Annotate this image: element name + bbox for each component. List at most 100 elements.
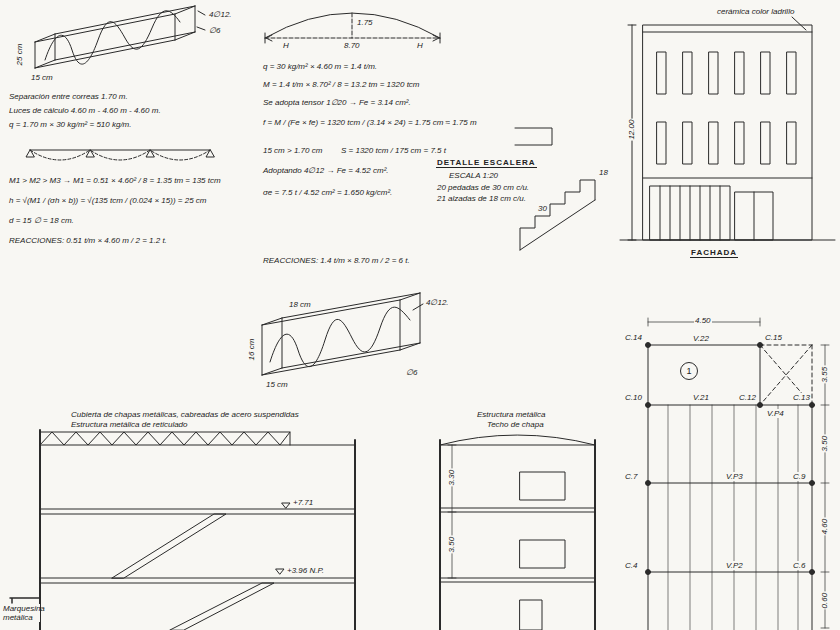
moment-curve <box>30 150 210 160</box>
dimension: 0.60 <box>820 592 829 610</box>
dimension: 15 cm <box>30 73 54 82</box>
dimension: 3.50 <box>447 536 456 554</box>
roof-truss <box>40 432 355 445</box>
truss-sketch <box>35 6 195 68</box>
tie-line <box>265 13 440 38</box>
dimension: 18 <box>598 168 609 177</box>
column-tag: C.12 <box>738 393 757 402</box>
material-note: cerámica color ladrillo <box>716 7 795 16</box>
calc-note: σe = 7.5 t / 4.52 cm² = 1.650 kg/cm². <box>262 188 393 197</box>
beam-tag: V.22 <box>692 334 710 343</box>
dimension: 3.55 <box>820 366 829 384</box>
bar-callout: ∅6 <box>405 368 418 377</box>
dimension: 12.00 <box>627 119 636 141</box>
calc-note: REACCIONES: 0.51 t/m × 4.60 m / 2 = 1.2 … <box>8 236 168 245</box>
dimension: 15 cm <box>265 380 289 389</box>
dimension: 4.50 <box>694 316 712 325</box>
view-title: FACHADA <box>690 248 738 258</box>
stair-note: 21 alzadas de 18 cm c/u. <box>436 194 527 203</box>
stair-profile <box>520 180 595 250</box>
dimension-line <box>648 318 829 628</box>
stair-flight <box>112 514 226 578</box>
floor-slab <box>440 508 595 582</box>
arch-sketch <box>265 13 440 38</box>
window <box>520 540 565 568</box>
level-mark <box>276 503 290 574</box>
section-note: Cubierta de chapas metálicas, cabreadas … <box>70 410 300 419</box>
curved-roof <box>440 435 595 445</box>
plan-grid <box>648 345 812 630</box>
calc-note: S = 1320 tcm / 175 cm = 7.5 t <box>340 146 447 155</box>
column-tag: C.6 <box>792 561 806 570</box>
dimension: 30 <box>537 204 548 213</box>
calc-note: Luces de cálculo 4.60 m - 4.60 m - 4.60 … <box>8 106 162 115</box>
calc-note: f = M / (Fe × fe) = 1320 tcm / (3.14 × 2… <box>262 118 478 127</box>
door <box>520 600 542 630</box>
column-tag: C.10 <box>624 393 643 402</box>
lattice-bar <box>45 11 180 64</box>
column-tag: C.9 <box>792 472 806 481</box>
window <box>520 472 565 500</box>
beam-tag: V.P4 <box>766 409 785 418</box>
dimension: 3.30 <box>447 469 456 487</box>
lattice-bar <box>270 307 410 367</box>
column-tag: C.4 <box>624 561 638 570</box>
callout-circle: 1 <box>680 362 698 380</box>
leader-line <box>197 11 205 30</box>
detail-title: DETALLE ESCALERA <box>436 158 537 168</box>
calc-note: q = 1.70 m × 30 kg/m² = 510 kg/m. <box>8 120 133 129</box>
column-tag: C.7 <box>624 472 638 481</box>
door <box>735 192 773 240</box>
section-note: Marquesina metálica <box>2 604 40 622</box>
facade-lines <box>620 17 835 240</box>
joist <box>668 405 798 630</box>
column-tag: C.15 <box>764 333 783 342</box>
beam-tag: V.21 <box>692 393 710 402</box>
wall <box>40 430 355 630</box>
dimension: 4.60 <box>820 518 829 536</box>
dimension: 3.50 <box>820 435 829 453</box>
calc-note: Se adopta tensor 1∅20 → Fe = 3.14 cm². <box>262 98 412 107</box>
door <box>754 192 755 240</box>
truss-sketch <box>262 293 420 375</box>
bar-callout: 4∅12. <box>208 10 233 19</box>
column-tag: C.13 <box>792 393 811 402</box>
bar-callout: 4∅12. <box>425 298 450 307</box>
calc-note: REACCIONES: 1.4 t/m × 8.70 m / 2 = 6 t. <box>262 256 411 265</box>
callout-number: 1 <box>686 366 691 376</box>
calc-note: Separación entre correas 1.70 m. <box>8 92 129 101</box>
beam-tag: V.P3 <box>725 472 744 481</box>
section-note: Techo de chapa <box>486 420 545 429</box>
bar-callout: ∅6 <box>208 26 221 35</box>
scale-note: ESCALA 1:20 <box>448 171 499 180</box>
calc-note: 15 cm > 1.70 cm <box>262 146 323 155</box>
force-label: H <box>282 41 290 50</box>
column-tag: C.14 <box>624 333 643 342</box>
shop-front <box>660 186 720 240</box>
floor-slab <box>40 509 355 583</box>
shop-front <box>650 186 730 240</box>
window <box>657 52 796 164</box>
calc-note: M1 > M2 > M3 → M1 = 0.51 × 4.60² / 8 = 1… <box>8 176 222 185</box>
section-note: Estructura metálica de reticulado <box>70 420 189 429</box>
dimension-line <box>448 445 456 578</box>
dimension: 25 cm <box>15 43 24 67</box>
column-dot <box>646 343 815 575</box>
force-label: H <box>416 41 424 50</box>
leader-line <box>413 304 423 310</box>
calc-note: Adoptando 4∅12 → Fe = 4.52 cm². <box>262 166 390 175</box>
dimension: 8.70 <box>343 41 361 50</box>
canopy <box>10 598 40 603</box>
dimension: 16 cm <box>247 338 256 362</box>
beam-sketch <box>26 150 214 157</box>
calc-note: M = 1.4 t/m × 8.70² / 8 = 13.2 tm = 1320… <box>262 80 421 89</box>
calc-note: d = 15 ∅ = 18 cm. <box>8 216 75 225</box>
stair-slab <box>515 128 552 145</box>
stair-note: 20 pedadas de 30 cm c/u. <box>436 183 530 192</box>
level-mark: +7.71 <box>292 498 314 507</box>
calc-note: q = 30 kg/m² × 4.60 m = 1.4 t/m. <box>262 62 378 71</box>
facade-outline <box>643 25 812 240</box>
dimension: 18 cm <box>288 300 312 309</box>
section-note: Estructura metálica <box>476 410 546 419</box>
